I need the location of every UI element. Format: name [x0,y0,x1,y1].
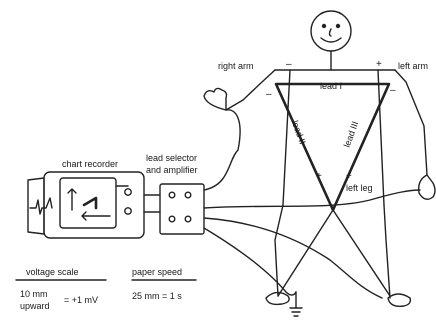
ecg-pen [82,196,98,210]
right-eye [335,23,341,29]
recorder-case [43,171,145,239]
voltage-scale-equals: = +1 mV [64,295,99,305]
left-arm [394,69,428,176]
wire-left-leg [203,217,383,299]
left-eye [321,23,327,29]
lead-1-label: lead I [320,81,343,91]
wire-ground [203,227,297,296]
lead-selector-label-line2: and amplifier [146,165,198,175]
selector-case [159,183,205,235]
mouth [320,37,342,43]
voltage-arrow-up [67,188,77,211]
paper-speed-value: 25 mm = 1 s [132,291,182,301]
selector-knob-top-right [184,191,192,199]
lead-selector-device [159,183,205,235]
lead-selector-label-line1: lead selector [146,153,198,163]
voltage-scale-value-line2: upward [20,301,50,311]
left-leg-label: left leg [346,183,373,193]
polarity-right-arm-lower: – [266,89,272,100]
right-foot [265,291,290,306]
leg-line-left [277,209,334,297]
stick-figure-head [310,10,352,52]
einthoven-triangle [274,82,391,212]
right-arm-upper [242,69,276,101]
paper-arrow-left [81,211,111,221]
selector-knob-bottom-right [184,215,192,223]
polarity-left-leg-right: + [346,171,352,182]
chart-recorder-label: chart recorder [62,159,119,169]
right-leg [274,204,284,297]
polarity-left-arm-top: + [376,59,382,70]
polarity-left-arm-lower: – [390,85,396,96]
left-leg-outline [383,204,391,299]
leg-line-right [332,209,391,297]
left-arm-label: left arm [398,61,429,71]
ground-symbol [289,291,303,317]
torso-right-edge [377,69,385,206]
recorder-screen [59,177,117,229]
paper-speed-title: paper speed [132,267,183,277]
right-arm-lower [225,99,244,111]
right-arm-label: right arm [218,61,254,71]
selector-knob-bottom-left [168,215,176,223]
voltage-scale-value-line1: 10 mm [20,289,48,299]
nose [328,28,332,37]
recorder-knob-1 [124,188,132,196]
wire-left-arm [203,189,421,209]
ecg-trace-left [29,197,53,215]
wire-right-arm [203,109,241,191]
right-hand [203,87,228,111]
selector-knob-top-left [168,191,176,199]
torso-left-edge [282,69,291,206]
recorder-knob-2 [124,207,132,215]
chart-recorder-device [27,171,161,239]
left-hand [417,174,436,200]
polarity-right-arm-top: – [286,59,292,70]
head-outline [310,10,352,52]
voltage-scale-title: voltage scale [26,267,79,277]
polarity-left-leg-left: + [316,171,322,182]
left-foot [387,293,412,308]
